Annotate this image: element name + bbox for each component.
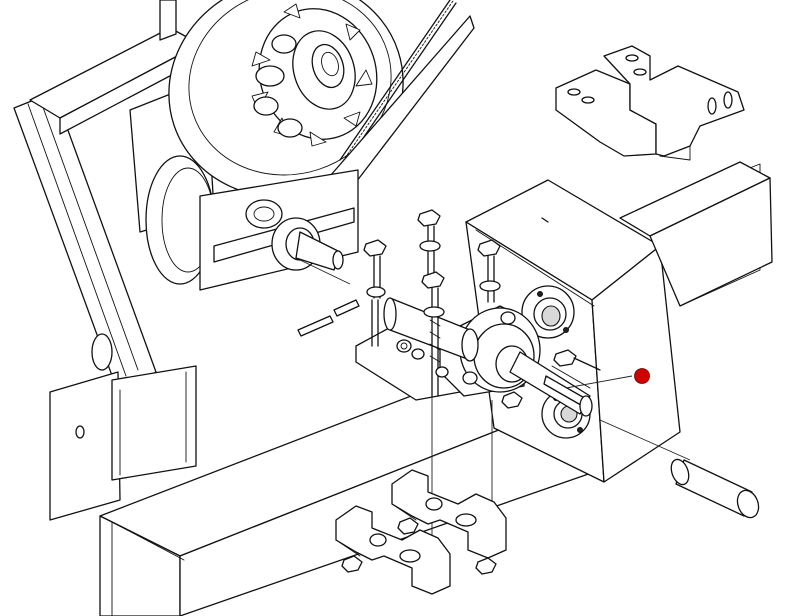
bolt-1	[363, 239, 387, 347]
callout	[565, 368, 650, 389]
dowel-pins	[297, 299, 360, 337]
output-shaft	[509, 351, 593, 417]
clamp-bracket-front	[335, 505, 451, 595]
explode-lines	[299, 259, 691, 560]
bolt-5	[553, 349, 601, 371]
main-tube-beam	[99, 353, 601, 616]
bolt-2	[417, 209, 441, 277]
loose-pin	[670, 458, 760, 519]
mounting-bracket-top-right	[555, 45, 745, 161]
bolt-6	[501, 391, 523, 409]
bolt-3	[477, 239, 501, 303]
shaft-stub-upper	[271, 217, 344, 271]
gearbox-upper-bearing	[521, 285, 575, 339]
loose-nuts	[341, 517, 497, 575]
drive-wheel	[168, 0, 404, 198]
bolt-4	[421, 271, 445, 397]
coupling-sleeve	[383, 297, 479, 362]
clamp-bracket-rear	[391, 469, 507, 559]
washers-nuts	[396, 339, 449, 378]
frame-left-leg	[13, 91, 197, 521]
red-dot-callout-icon	[634, 368, 650, 384]
